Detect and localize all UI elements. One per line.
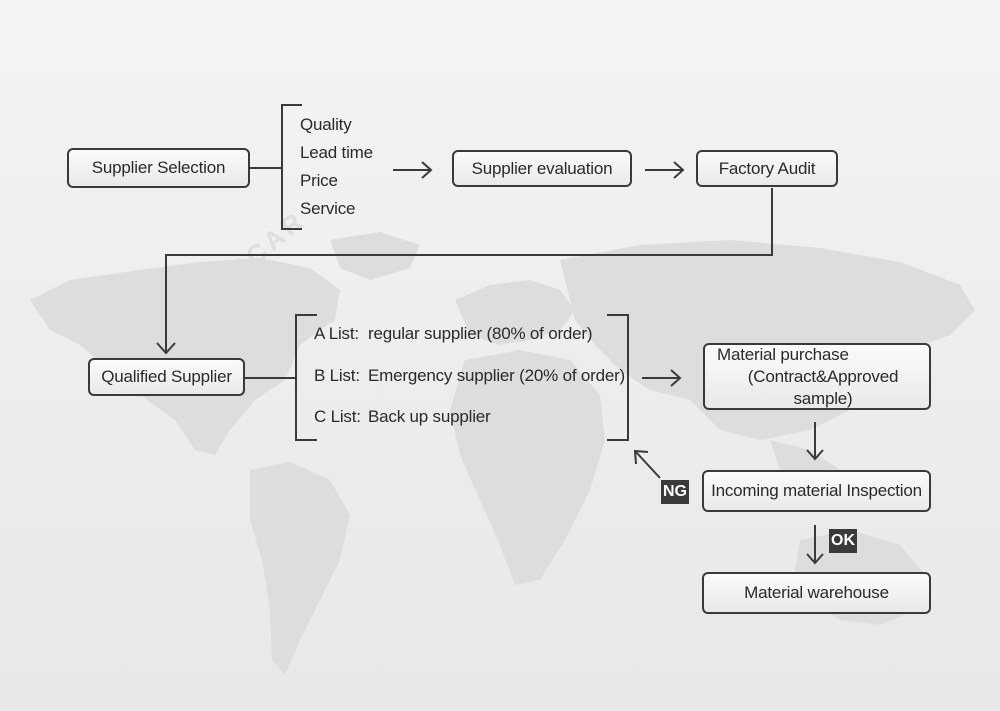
list-a-desc: regular supplier (80% of order) <box>368 324 593 343</box>
map-africa <box>450 350 605 585</box>
arrow-to-evaluation-icon <box>393 161 433 179</box>
node-material-warehouse: Material warehouse <box>702 572 931 614</box>
lists-left-bracket <box>295 314 317 441</box>
node-qualified-supplier: Qualified Supplier <box>88 358 245 396</box>
arrow-to-material-purchase-icon <box>642 369 682 387</box>
ok-badge: OK <box>829 529 857 553</box>
arrow-to-inspection-icon <box>806 422 824 461</box>
arrow-ng-return-icon <box>633 449 661 479</box>
node-label: Supplier Selection <box>91 158 226 177</box>
list-c-label: C List: <box>314 407 361 426</box>
node-supplier-selection: Supplier Selection <box>67 148 250 188</box>
node-label: Incoming material Inspection <box>711 481 922 500</box>
criteria-item: Lead time <box>300 143 373 162</box>
node-label-line1: Material purchase <box>717 344 849 364</box>
criteria-item: Quality <box>300 115 352 134</box>
node-label: Material warehouse <box>744 583 889 602</box>
node-incoming-inspection: Incoming material Inspection <box>702 470 931 512</box>
list-c-desc: Back up supplier <box>368 407 491 426</box>
node-label: Factory Audit <box>718 158 816 178</box>
list-a-label: A List: <box>314 324 359 343</box>
criteria-bracket <box>281 104 302 230</box>
map-europe <box>455 280 575 345</box>
list-b-label: B List: <box>314 366 360 385</box>
map-asia <box>560 240 975 440</box>
node-material-purchase: Material purchase (Contract&Approved sam… <box>703 343 931 410</box>
ng-badge: NG <box>661 480 689 504</box>
node-label: Qualified Supplier <box>101 367 232 386</box>
node-factory-audit: Factory Audit <box>696 150 838 187</box>
connector-audit-to-qualified <box>156 188 773 355</box>
map-south-america <box>250 462 350 675</box>
arrow-to-warehouse-icon <box>806 525 824 565</box>
node-label: Supplier evaluation <box>471 158 613 178</box>
map-north-america <box>30 258 340 455</box>
criteria-item: Service <box>300 199 356 218</box>
node-label-line2: (Contract&Approved sample) <box>747 366 899 408</box>
criteria-item: Price <box>300 171 338 190</box>
lists-right-bracket <box>607 314 629 441</box>
arrow-to-factory-audit-icon <box>645 161 685 179</box>
list-b-desc: Emergency supplier (20% of order) <box>368 366 626 385</box>
node-supplier-evaluation: Supplier evaluation <box>452 150 632 187</box>
